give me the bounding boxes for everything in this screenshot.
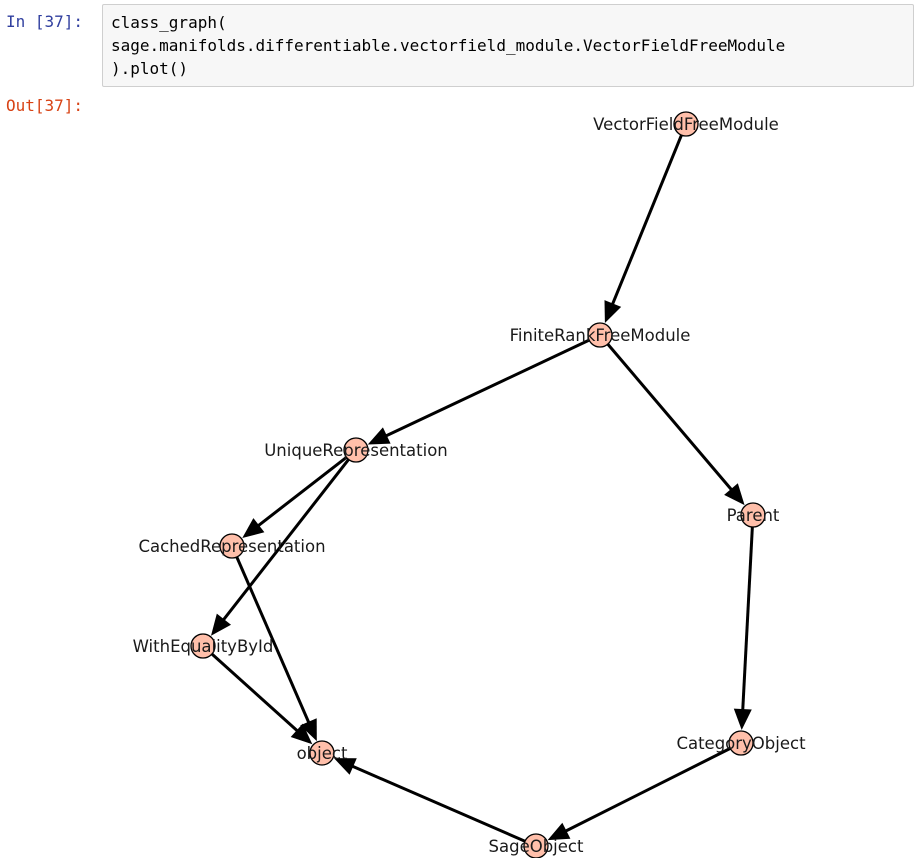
input-prompt: In [37]: (6, 12, 84, 31)
node-circle (309, 740, 335, 766)
node-CategoryObject: CategoryObject (676, 730, 806, 756)
arrowhead (242, 518, 265, 539)
edge-line (221, 458, 350, 622)
edge-line (741, 526, 754, 712)
edge-line (256, 456, 348, 528)
node-circle (523, 833, 549, 858)
node-FiniteRankFreeModule: FiniteRankFreeModule (510, 322, 691, 348)
node-SageObject: SageObject (489, 833, 584, 858)
node-label: object (297, 744, 348, 763)
node-Parent: Parent (727, 502, 780, 528)
node-circle (740, 502, 766, 528)
nodes-layer: VectorFieldFreeModuleFiniteRankFreeModul… (133, 111, 806, 858)
edge-UniqueRepresentation-to-WithEqualityById (210, 458, 350, 636)
arrowhead (367, 427, 391, 445)
edge-line (610, 134, 683, 306)
edge-line (384, 338, 590, 438)
arrowhead (333, 758, 357, 775)
edge-WithEqualityById-to-object (210, 652, 313, 745)
arrowhead (210, 613, 232, 636)
node-label: CachedRepresentation (138, 537, 325, 556)
edge-line (350, 764, 526, 843)
node-label: WithEqualityById (133, 637, 274, 656)
edge-SageObject-to-object (333, 758, 526, 843)
node-label: SageObject (489, 837, 584, 856)
node-label: VectorFieldFreeModule (593, 115, 779, 134)
edges-layer (210, 134, 754, 843)
node-circle (190, 633, 216, 659)
node-circle (587, 322, 613, 348)
code-line: class_graph( (111, 13, 227, 32)
code-line: sage.manifolds.differentiable.vectorfiel… (111, 36, 786, 55)
node-label: FiniteRankFreeModule (510, 326, 691, 345)
arrowhead (290, 723, 313, 745)
edge-VectorFieldFreeModule-to-FiniteRankFreeModule (604, 134, 683, 323)
edge-Parent-to-CategoryObject (733, 526, 754, 731)
edge-CategoryObject-to-SageObject (547, 747, 731, 841)
node-label: Parent (727, 506, 780, 525)
edge-line (235, 556, 311, 725)
edge-CachedRepresentation-to-object (235, 556, 317, 742)
code-input-cell[interactable]: class_graph( sage.manifolds.differentiab… (102, 4, 914, 87)
arrowhead (733, 708, 752, 731)
arrowhead (300, 718, 317, 742)
node-label: UniqueRepresentation (264, 441, 448, 460)
code-line: ).plot() (111, 59, 189, 78)
arrowhead (604, 300, 622, 323)
node-UniqueRepresentation: UniqueRepresentation (264, 437, 448, 463)
edge-line (563, 747, 731, 833)
node-WithEqualityById: WithEqualityById (133, 633, 274, 659)
output-prompt: Out[37]: (6, 96, 84, 115)
node-circle (673, 111, 699, 137)
node-label: CategoryObject (676, 734, 806, 753)
node-object: object (297, 740, 348, 766)
node-circle (728, 730, 754, 756)
node-CachedRepresentation: CachedRepresentation (138, 533, 326, 559)
edge-UniqueRepresentation-to-CachedRepresentation (242, 456, 348, 539)
edge-FiniteRankFreeModule-to-UniqueRepresentation (367, 338, 590, 445)
arrowhead (724, 483, 745, 506)
edge-line (210, 652, 300, 733)
node-VectorFieldFreeModule: VectorFieldFreeModule (593, 111, 779, 137)
arrowhead (547, 822, 571, 841)
node-circle (219, 533, 245, 559)
edge-FiniteRankFreeModule-to-Parent (606, 343, 745, 506)
edge-line (606, 343, 734, 492)
node-circle (343, 437, 369, 463)
